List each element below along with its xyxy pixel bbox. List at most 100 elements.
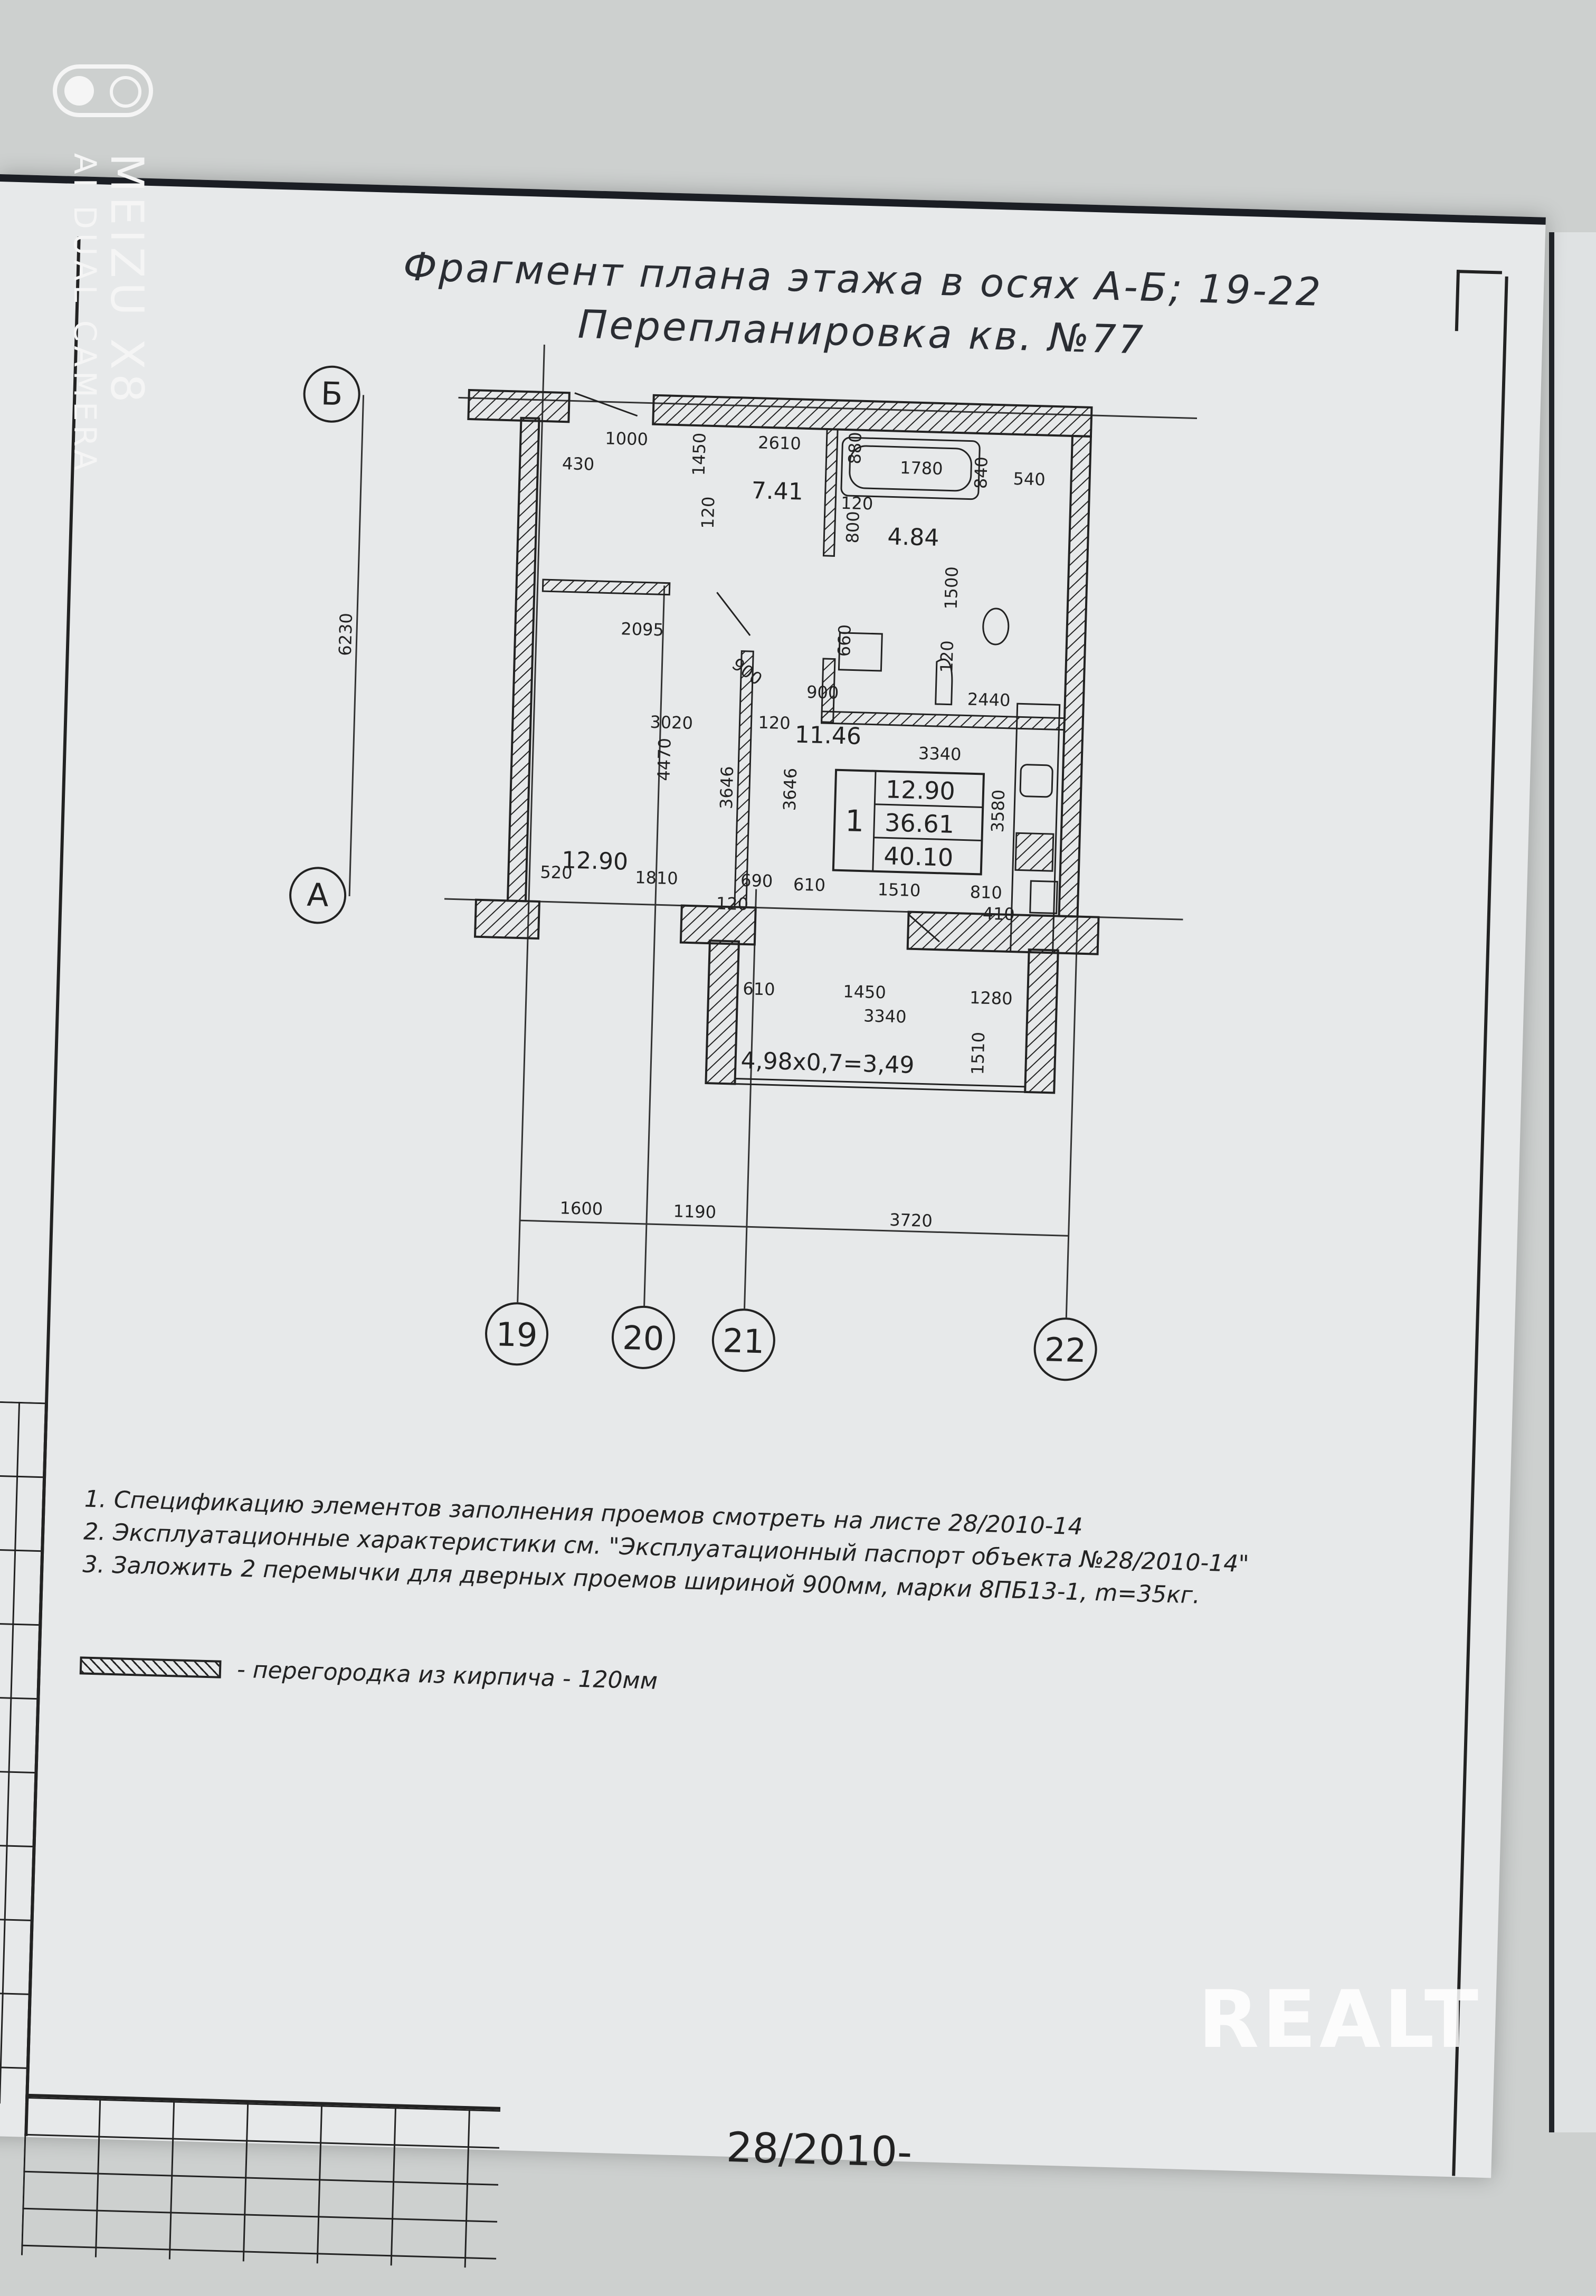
axis-label-19: 19 — [496, 1315, 538, 1354]
fridge — [1029, 880, 1058, 914]
wall-left — [506, 416, 540, 903]
dim-line-6230 — [348, 395, 365, 897]
wall-top-right — [652, 394, 1093, 438]
axis-marker-21: 21 — [711, 1308, 775, 1372]
dim-880: 880 — [844, 432, 866, 464]
balcony-wall-left — [705, 940, 740, 1085]
dim-1190: 1190 — [673, 1201, 716, 1222]
dim-4470: 4470 — [653, 738, 674, 781]
balcony-edge — [735, 1083, 1025, 1093]
room-door — [716, 592, 751, 636]
kitchen-counter — [1010, 703, 1061, 954]
dim-900-b: 900 — [806, 682, 839, 703]
axis-label-21: 21 — [722, 1321, 765, 1361]
dim-430: 430 — [562, 453, 595, 475]
dim-120-b: 120 — [841, 493, 873, 514]
camera-sub: AI DUAL CAMERA — [67, 153, 103, 475]
drawing-sheet: Фрагмент плана этажа в осях А-Б; 19-22 П… — [0, 174, 1546, 2269]
wall-bottom-right — [906, 910, 1100, 955]
entry-door — [574, 392, 638, 417]
dim-2095: 2095 — [621, 619, 664, 640]
partition-hall — [542, 578, 671, 596]
summary-room-count: 1 — [844, 804, 864, 839]
axis-circle-22 — [1033, 1317, 1097, 1381]
axis-marker-22: 22 — [1033, 1317, 1097, 1381]
dim-3340-a: 3340 — [918, 743, 962, 764]
axis-circle-21 — [711, 1308, 775, 1372]
dim-3646-a: 3646 — [716, 766, 737, 809]
axis-circle-20 — [611, 1305, 675, 1369]
axis-line-20 — [643, 585, 666, 1306]
summary-box-divider — [872, 771, 877, 871]
balcony — [735, 1078, 1025, 1093]
realt-logo: REALT — [1198, 1974, 1482, 2066]
dim-3020: 3020 — [650, 712, 693, 733]
dim-410: 410 — [982, 904, 1015, 925]
axis-label-a: А — [307, 877, 329, 914]
partitions — [542, 428, 1066, 908]
dim-3340-b: 3340 — [863, 1005, 907, 1027]
dim-1600: 1600 — [559, 1198, 603, 1219]
dim-1510-a: 1510 — [877, 879, 920, 900]
summary-living-area: 12.90 — [885, 775, 955, 805]
summary-box-row-1 — [875, 803, 983, 808]
dim-800: 800 — [842, 511, 863, 544]
balcony-area-formula: 4,98х0,7=3,49 — [740, 1047, 915, 1079]
room-area-11-46: 11.46 — [794, 721, 861, 749]
dim-3646-b: 3646 — [780, 767, 801, 811]
row-axis-markers: Б А — [289, 365, 360, 924]
toilet — [935, 658, 953, 706]
room-area-12-90: 12.90 — [561, 847, 628, 875]
floor-plan: Б А 19 20 21 22 — [289, 344, 1198, 1381]
axis-label-b: Б — [320, 375, 343, 413]
dim-6230: 6230 — [335, 613, 356, 656]
axis-line-21 — [744, 889, 757, 1309]
axis-line-22 — [1065, 898, 1079, 1318]
dim-840: 840 — [971, 457, 992, 489]
summary-total-area: 36.61 — [885, 808, 955, 839]
balcony-edge-inner — [735, 1078, 1025, 1088]
wall-top-left — [467, 388, 571, 423]
brick-partition-symbol — [79, 1656, 222, 1678]
dim-520: 520 — [540, 862, 573, 883]
dim-3580: 3580 — [987, 789, 1009, 832]
dim-2610: 2610 — [758, 432, 801, 453]
document-code: 28/2010- — [725, 2123, 913, 2177]
dim-120-a: 120 — [698, 496, 719, 529]
axis-marker-20: 20 — [611, 1305, 675, 1369]
partition-middle — [734, 650, 754, 908]
dim-540: 540 — [1013, 469, 1046, 490]
dim-line-bottom — [519, 1219, 1069, 1237]
sink — [982, 608, 1010, 646]
kitchen-sink — [1019, 764, 1053, 798]
axis-label-22: 22 — [1044, 1330, 1087, 1370]
summary-area-with-balcony: 40.10 — [884, 841, 954, 872]
dim-660: 660 — [834, 624, 855, 657]
wall-bottom-left — [473, 898, 540, 940]
dim-1780: 1780 — [900, 458, 943, 479]
adjacent-page — [1549, 232, 1596, 2132]
axis-circle-19 — [485, 1302, 549, 1366]
dim-1450: 1450 — [689, 432, 710, 476]
balcony-door — [908, 914, 940, 943]
dim-690: 690 — [740, 870, 773, 891]
dual-camera-icon — [53, 64, 153, 117]
dim-120-d: 120 — [758, 713, 791, 734]
room-area-4-84: 4.84 — [887, 523, 939, 552]
summary-box-row-2 — [873, 837, 982, 841]
room-area-7-41: 7.41 — [751, 477, 803, 506]
title-block-bottom — [21, 2093, 501, 2269]
wall-right — [1058, 434, 1092, 918]
axis-circle-a — [289, 867, 347, 924]
dim-1450-b: 1450 — [843, 981, 886, 1002]
dim-3720: 3720 — [889, 1210, 933, 1231]
partition-bath-bottom — [821, 710, 1066, 731]
doors — [574, 392, 940, 943]
column-axis-markers: 19 20 21 22 — [485, 1302, 1097, 1381]
axis-circle-b — [303, 365, 360, 423]
bathtub-inner — [849, 445, 972, 492]
dim-1280: 1280 — [970, 988, 1013, 1009]
dim-120-c: 120 — [936, 640, 957, 673]
balcony-wall-right — [1024, 948, 1059, 1094]
dim-810: 810 — [970, 882, 1002, 903]
